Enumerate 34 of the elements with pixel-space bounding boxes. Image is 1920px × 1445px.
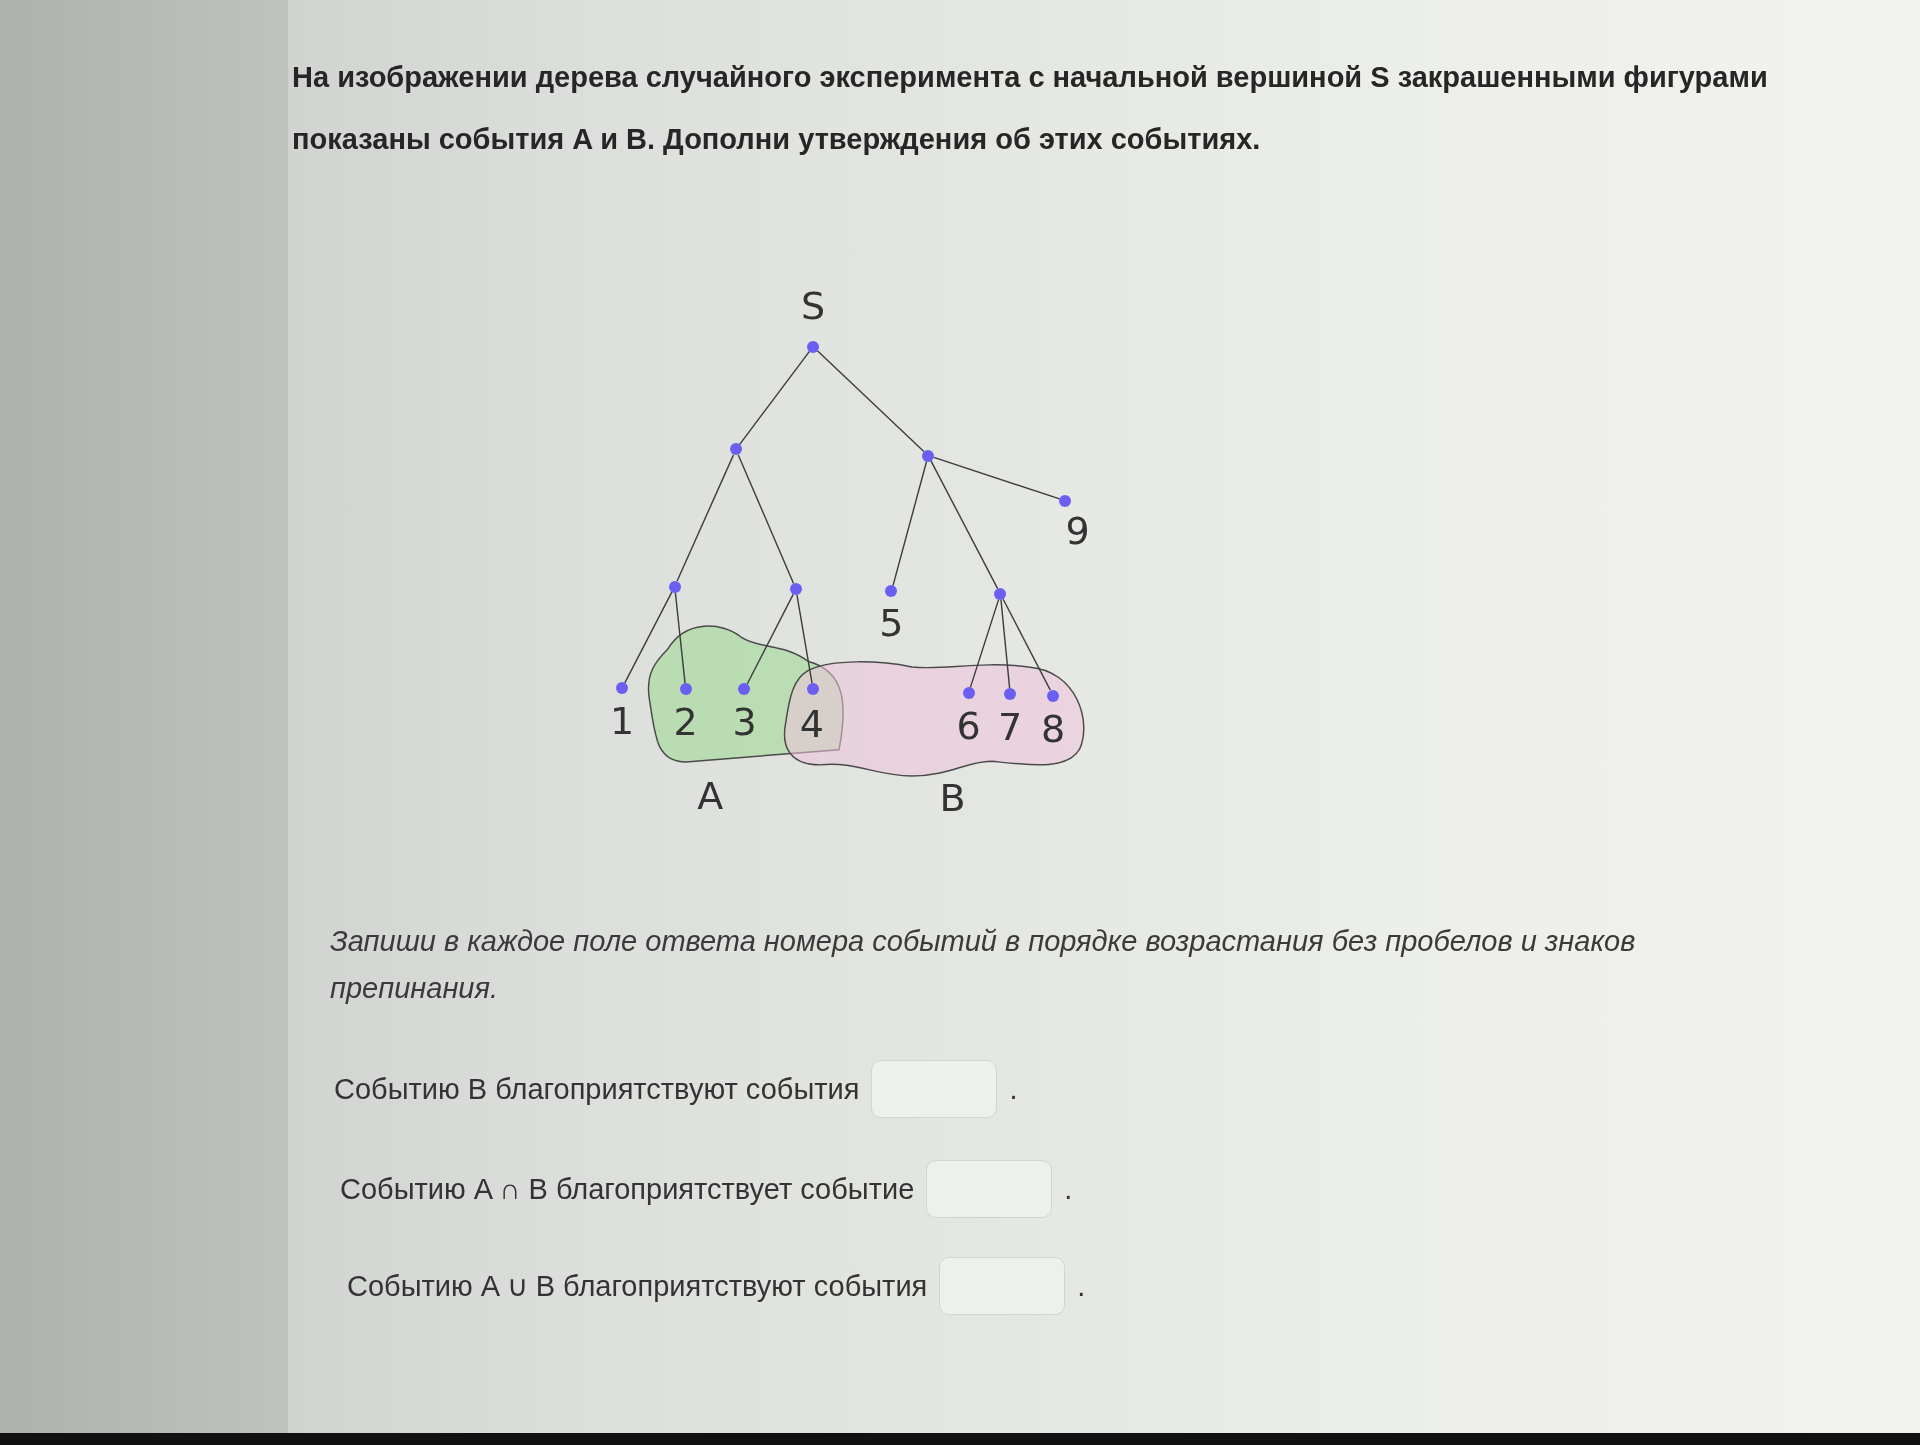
instruction-text: Запиши в каждое поле ответа номера событий в порядке возрастания без пробелов и знаков препинания. (330, 924, 1637, 1006)
tree-branch (816, 349, 925, 453)
vertex-label: 5 (878, 601, 905, 646)
vertex-label: 7 (997, 705, 1024, 750)
period-mark: . (1009, 1072, 1018, 1106)
tree-branch (892, 460, 928, 587)
tree-branch (1002, 598, 1051, 691)
statement-text: Событию A ∪ B благоприятствуют события (347, 1269, 928, 1303)
tree-branch (624, 591, 673, 684)
vertex-label: 2 (672, 700, 699, 745)
tree-branch (737, 454, 795, 585)
tree-branch (674, 591, 686, 685)
tree-branch (796, 594, 813, 685)
period-mark: . (1064, 1172, 1073, 1206)
tree-branch (1000, 599, 1011, 690)
vertex-label: 9 (1064, 509, 1091, 554)
statement-text: Событию A ∩ B благоприятствует событие (340, 1172, 915, 1206)
vertex-label: S (800, 284, 827, 329)
vertex-label: 8 (1039, 706, 1067, 751)
event-label: A (696, 773, 725, 818)
tree-branch (746, 593, 794, 685)
event-label: B (938, 776, 967, 821)
vertex-label: 3 (731, 700, 758, 745)
task-heading: На изображении дерева случайного эксперимента с начальной вершиной S закрашенными фигурами показаны события A и B. Дополни утверждения об этих событиях. (292, 60, 1769, 157)
tree-branch (676, 454, 735, 582)
tree-branch (933, 456, 1061, 500)
period-mark: . (1077, 1269, 1086, 1303)
statement-text: Событию B благоприятствуют события (334, 1072, 860, 1106)
tree-branch (969, 598, 1000, 689)
vertex-label: 1 (608, 699, 636, 744)
tree-branch (930, 460, 999, 590)
tree-branch (738, 350, 811, 446)
vertex-label: 4 (798, 701, 825, 746)
vertex-label: 6 (955, 704, 982, 749)
